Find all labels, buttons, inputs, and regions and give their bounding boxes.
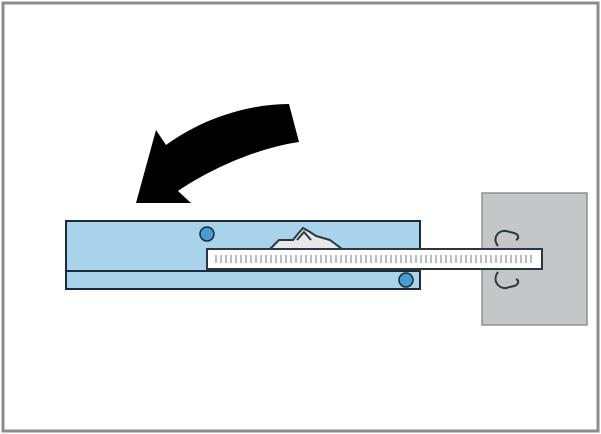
clip-icon (494, 229, 520, 290)
latch-wedge (267, 226, 345, 250)
latch-notch (296, 230, 312, 241)
clip-bottom (494, 271, 520, 290)
pin-icon (398, 272, 414, 288)
pin-icon (199, 226, 215, 242)
strap-ticks (215, 255, 532, 263)
clip-top (494, 229, 520, 247)
strap (206, 248, 543, 270)
curved-arrow-left-icon (136, 104, 299, 203)
rail-lower-section (65, 270, 421, 290)
